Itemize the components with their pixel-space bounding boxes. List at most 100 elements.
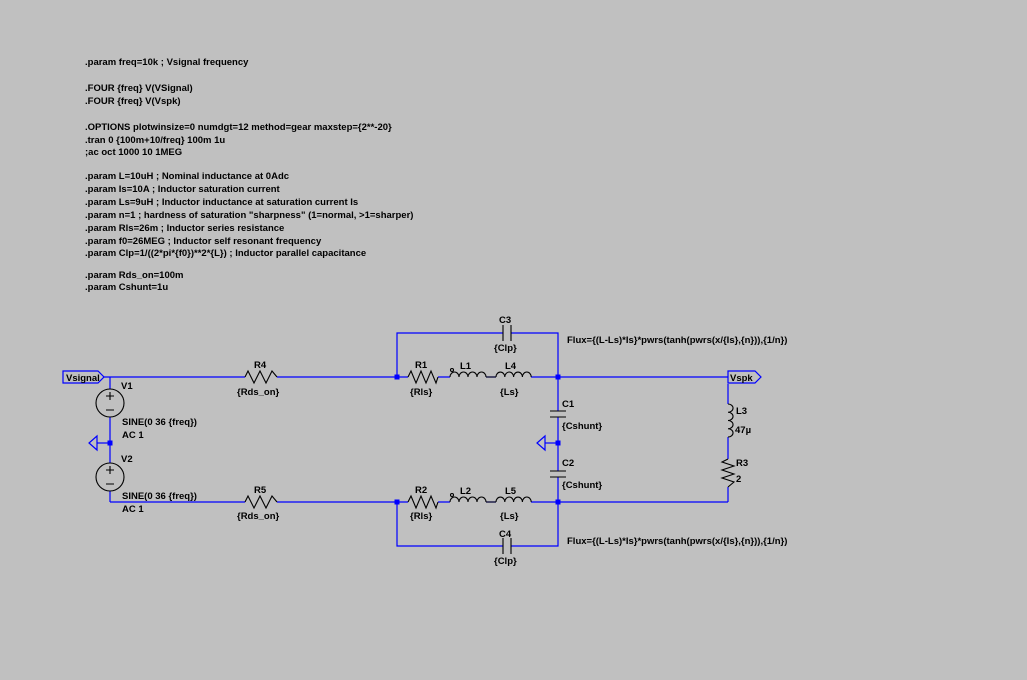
- component-value: {Cshunt}: [562, 421, 602, 432]
- resistor-r5[interactable]: R5 {Rds_on}: [237, 485, 280, 522]
- spice-directives: .param freq=10k ; Vsignal frequency .FOU…: [85, 57, 413, 293]
- capacitor-plates-icon: [502, 538, 512, 554]
- net-flag-vspk: [727, 370, 762, 384]
- inductor-l1[interactable]: L1: [449, 361, 487, 378]
- inductor-coil-icon: [486, 496, 532, 503]
- resistor-zigzag-icon: [720, 458, 736, 488]
- component-ac-spec: AC 1: [122, 504, 144, 515]
- directive-param-n[interactable]: .param n=1 ; hardness of saturation "sha…: [85, 210, 413, 221]
- directive-options[interactable]: .OPTIONS plotwinsize=0 numdgt=12 method=…: [85, 122, 392, 133]
- polarity-marks: [106, 392, 114, 411]
- component-name: C1: [562, 399, 575, 410]
- directive-param-rds-on[interactable]: .param Rds_on=100m: [85, 270, 183, 281]
- resistor-zigzag-icon: [244, 494, 278, 510]
- directive-param-f0[interactable]: .param f0=26MEG ; Inductor self resonant…: [85, 236, 322, 247]
- resistor-zigzag-icon: [244, 369, 278, 385]
- directive-param-ls[interactable]: .param Ls=9uH ; Inductor inductance at s…: [85, 197, 358, 208]
- junction-dot: [555, 499, 561, 505]
- capacitor-plates-icon: [550, 470, 566, 478]
- component-name: C2: [562, 458, 574, 469]
- directive-param-l[interactable]: .param L=10uH ; Nominal inductance at 0A…: [85, 171, 289, 182]
- resistor-zigzag-icon: [407, 369, 439, 385]
- flux-expression-l1[interactable]: Flux={(L-Ls)*Is}*pwrs(tanh(pwrs(x/{Is},{…: [567, 335, 787, 346]
- component-name: R5: [254, 485, 267, 496]
- resistor-r2[interactable]: R2 {Rls}: [407, 485, 439, 522]
- voltage-source-v2[interactable]: V2 SINE(0 36 {freq}) AC 1: [95, 454, 197, 515]
- net-label-text: Vsignal: [66, 373, 100, 384]
- inductor-l4[interactable]: L4 {Ls}: [486, 361, 532, 398]
- component-value: {Rls}: [410, 511, 432, 522]
- polarity-marks: [106, 466, 114, 485]
- directive-four-vspk[interactable]: .FOUR {freq} V(Vspk): [85, 96, 181, 107]
- capacitor-c4[interactable]: C4 {Clp}: [494, 529, 517, 567]
- directive-param-is[interactable]: .param Is=10A ; Inductor saturation curr…: [85, 184, 281, 195]
- component-name: C4: [499, 529, 512, 540]
- component-value: {Rds_on}: [237, 387, 280, 398]
- component-name: L5: [505, 486, 517, 497]
- wire-c4-bypass[interactable]: [396, 502, 559, 547]
- junction-dot: [555, 374, 561, 380]
- capacitor-c1[interactable]: C1 {Cshunt}: [550, 399, 602, 432]
- component-name: R3: [736, 458, 748, 469]
- component-name: L2: [460, 486, 471, 497]
- resistor-r1[interactable]: R1 {Rls}: [407, 360, 439, 398]
- inductor-l2[interactable]: L2: [449, 486, 487, 503]
- ground-symbol-sources[interactable]: [88, 434, 98, 452]
- directive-four-vsignal[interactable]: .FOUR {freq} V(VSignal): [85, 83, 193, 94]
- voltage-source-v1[interactable]: V1 SINE(0 36 {freq}) AC 1: [95, 381, 197, 441]
- wire-c3-bypass[interactable]: [396, 332, 559, 377]
- component-value: {Rds_on}: [237, 511, 280, 522]
- directive-param-rls[interactable]: .param Rls=26m ; Inductor series resista…: [85, 223, 284, 234]
- component-value: {Clp}: [494, 556, 517, 567]
- polarity-dot-icon: [449, 367, 455, 373]
- resistor-zigzag-icon: [407, 494, 439, 510]
- component-ac-spec: AC 1: [122, 430, 144, 441]
- capacitor-c2[interactable]: C2 {Cshunt}: [550, 458, 602, 491]
- component-name: V1: [121, 381, 133, 392]
- junction-dot: [555, 440, 561, 446]
- voltage-source-icon: [95, 388, 125, 418]
- component-name: L3: [736, 406, 747, 417]
- capacitor-c3[interactable]: C3 {Clp}: [494, 315, 517, 354]
- net-label-vsignal[interactable]: Vsignal: [62, 370, 105, 384]
- inductor-l3[interactable]: L3 47µ: [727, 403, 751, 438]
- component-name: L1: [460, 361, 472, 372]
- directive-param-clp[interactable]: .param Clp=1/((2*pi*{f0})**2*{L}) ; Indu…: [85, 248, 366, 259]
- component-name: C3: [499, 315, 511, 326]
- ground-symbol-shunt[interactable]: [536, 434, 546, 452]
- component-value: 47µ: [735, 425, 751, 436]
- component-value: {Cshunt}: [562, 480, 602, 491]
- component-value: {Clp}: [494, 343, 517, 354]
- flux-expression-l2[interactable]: Flux={(L-Ls)*Is}*pwrs(tanh(pwrs(x/{Is},{…: [567, 536, 787, 547]
- component-value: SINE(0 36 {freq}): [122, 491, 197, 502]
- component-value: {Ls}: [500, 511, 519, 522]
- directive-param-cshunt[interactable]: .param Cshunt=1u: [85, 282, 168, 293]
- component-value: {Ls}: [500, 387, 519, 398]
- component-name: V2: [121, 454, 133, 465]
- junctions: [107, 374, 561, 505]
- directive-param-freq[interactable]: .param freq=10k ; Vsignal frequency: [85, 57, 249, 68]
- junction-dot: [107, 440, 113, 446]
- directive-ac-comment[interactable]: ;ac oct 1000 10 1MEG: [85, 147, 182, 158]
- voltage-source-icon: [95, 462, 125, 492]
- component-value: {Rls}: [410, 387, 432, 398]
- resistor-r3[interactable]: R3 2: [720, 458, 748, 488]
- polarity-dot-icon: [449, 492, 455, 498]
- component-name: L4: [505, 361, 517, 372]
- capacitor-plates-icon: [502, 325, 512, 341]
- net-label-text: Vspk: [730, 373, 753, 384]
- net-flag-vsignal: [62, 370, 105, 384]
- inductor-coil-icon: [449, 496, 487, 503]
- capacitor-plates-icon: [550, 410, 566, 418]
- inductor-coil-icon: [727, 403, 734, 438]
- component-name: R4: [254, 360, 267, 371]
- net-label-vspk[interactable]: Vspk: [727, 370, 762, 384]
- inductor-l5[interactable]: L5 {Ls}: [486, 486, 532, 522]
- component-value: 2: [736, 474, 741, 485]
- component-value: SINE(0 36 {freq}): [122, 417, 197, 428]
- directive-tran[interactable]: .tran 0 {100m+10/freq} 100m 1u: [85, 135, 225, 146]
- resistor-r4[interactable]: R4 {Rds_on}: [237, 360, 280, 398]
- inductor-coil-icon: [449, 371, 487, 378]
- junction-dot: [394, 499, 400, 505]
